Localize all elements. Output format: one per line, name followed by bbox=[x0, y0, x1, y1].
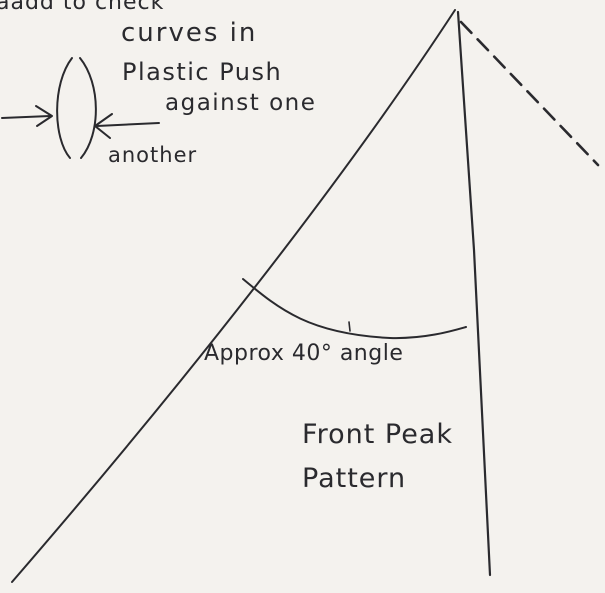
curve-bracket-left bbox=[56, 57, 73, 159]
angle-arc bbox=[242, 278, 467, 340]
pattern-title-line1: Front Peak bbox=[302, 419, 453, 450]
angle-arc-tick bbox=[348, 321, 351, 332]
dashed-fold-line bbox=[459, 20, 600, 167]
curves-note-line2: Plastic Push bbox=[122, 58, 283, 86]
arrow-right-icon bbox=[1, 105, 53, 127]
pattern-title-line2: Pattern bbox=[302, 463, 407, 494]
curve-bracket-right bbox=[79, 57, 97, 159]
top-partial-text: aadd to check bbox=[0, 0, 165, 15]
peak-right-edge bbox=[456, 10, 492, 577]
curves-note-line1: curves in bbox=[121, 18, 258, 48]
curves-note-line3: against one bbox=[165, 90, 317, 116]
angle-label: Approx 40° angle bbox=[204, 341, 404, 366]
curves-note-line4: another bbox=[108, 143, 198, 167]
peak-left-edge bbox=[11, 9, 456, 583]
arrow-left-icon bbox=[94, 113, 160, 139]
